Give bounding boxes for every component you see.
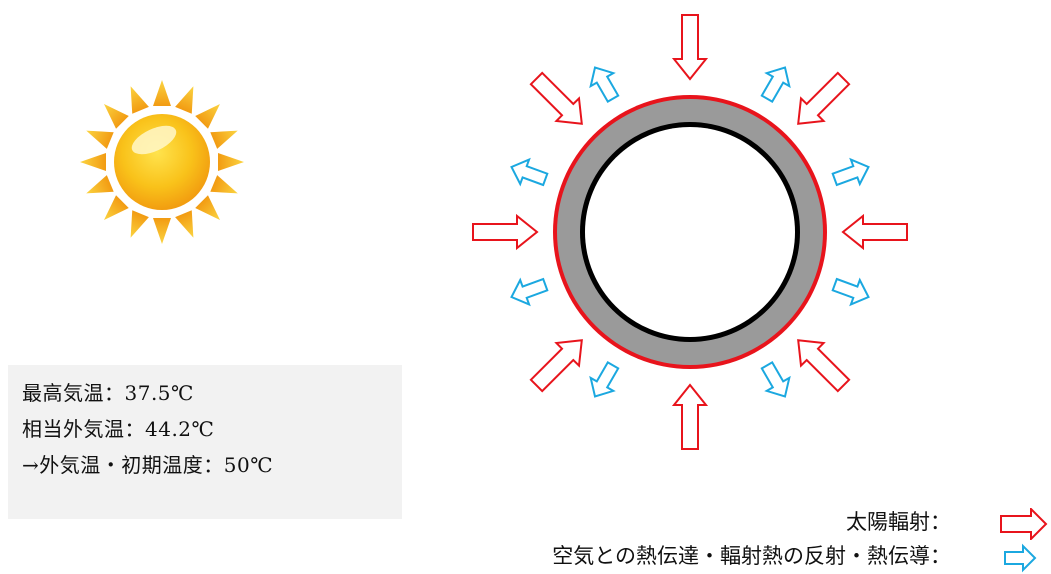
sun-ray [210,130,238,149]
sun-ray [153,218,171,244]
hollow-arrow-blue-icon [1004,543,1037,573]
initial-temperature-text: →外気温・初期温度：50℃ [22,453,274,477]
air-heat-transfer-arrow [510,277,549,307]
solar-radiation-arrow [529,71,583,125]
air-heat-transfer-arrow [831,277,870,307]
sun-ray [104,195,129,220]
air-heat-transfer-arrow [510,157,549,187]
sun-ray [130,210,149,238]
pipe-bore [585,127,795,337]
solar-radiation-arrow [671,383,709,450]
legend-air-label: 空気との熱伝達・輻射熱の反射・熱伝導： [552,544,951,568]
hollow-arrow-red-icon [1000,508,1048,540]
equivalent-outdoor-temperature-text: 相当外気温：44.2℃ [22,417,215,441]
sun-ray [86,175,114,194]
legend-solar-radiation: 太陽輻射： [351,506,1051,540]
max-temperature-text: 最高気温：37.5℃ [22,381,194,405]
pipe-cross-section [553,95,827,369]
solar-radiation-arrow [797,339,851,393]
air-heat-transfer-arrow [760,361,791,398]
solar-radiation-arrow [529,339,583,393]
legend-solar-label: 太陽輻射： [846,510,951,534]
sun-ray [195,195,220,220]
sun-ray [104,104,129,129]
air-heat-transfer-arrow [760,66,791,103]
air-heat-transfer-arrow [831,157,870,187]
solar-radiation-arrow [797,71,851,125]
temperature-conditions-box: 最高気温：37.5℃ 相当外気温：44.2℃ →外気温・初期温度：50℃ [8,365,402,519]
legend-air-heat-transfer: 空気との熱伝達・輻射熱の反射・熱伝導： [351,540,1051,573]
sun-ray [175,86,194,114]
sun-ray [175,210,194,238]
sun-ray [218,153,244,171]
sun-icon [80,80,244,244]
sun-ray [86,130,114,149]
sun-ray [153,80,171,106]
solar-radiation-arrow [472,213,539,251]
heat-flow-arrows [472,14,908,450]
air-heat-transfer-arrow [589,66,620,103]
air-heat-transfer-arrow [589,361,620,398]
sun-ray [210,175,238,194]
sun-ray [195,104,220,129]
sun-ray [80,153,106,171]
solar-radiation-arrow [841,213,908,251]
sun-ray [130,86,149,114]
solar-radiation-arrow [671,14,709,81]
